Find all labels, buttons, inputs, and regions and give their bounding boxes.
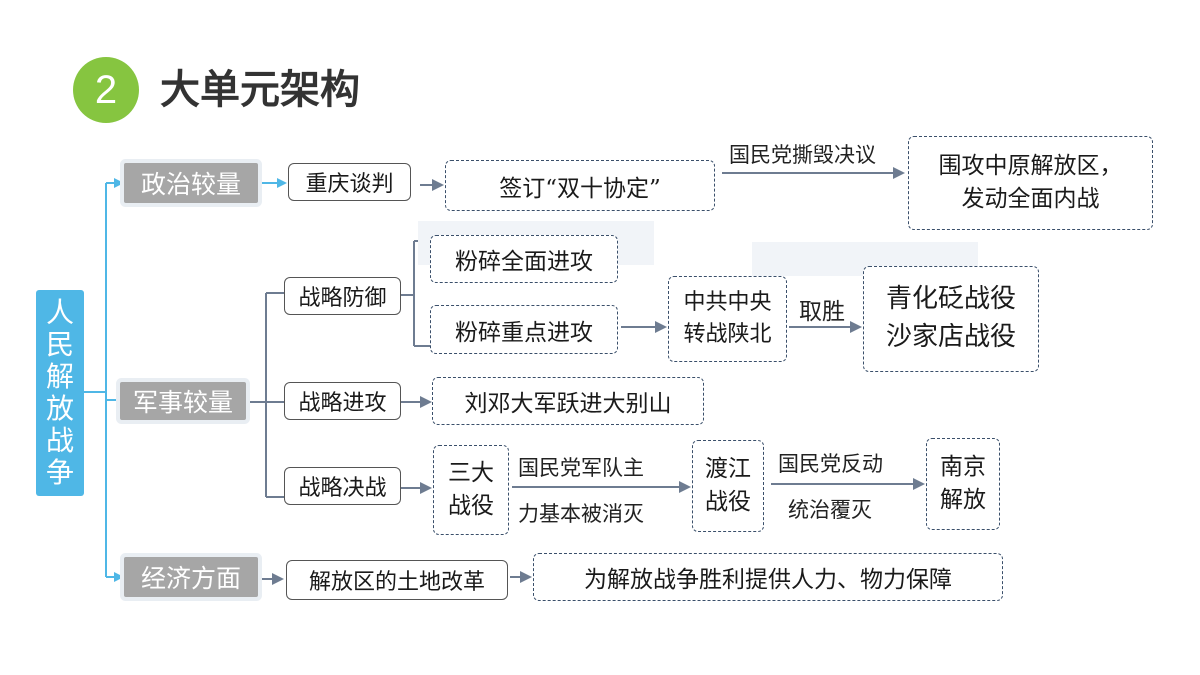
node-line: 渡江 <box>705 455 751 482</box>
node-nanjing-liberation: 南京 解放 <box>926 438 1000 530</box>
category-political: 政治较量 <box>124 163 258 203</box>
edge-label-victory: 取胜 <box>799 299 845 325</box>
node-support-guarantee: 为解放战争胜利提供人力、物力保障 <box>533 553 1003 601</box>
node-line: 青化砭战役 <box>885 284 1016 315</box>
root-char: 人 <box>45 296 74 329</box>
category-economic: 经济方面 <box>124 557 258 597</box>
node-line: 解放 <box>940 487 986 513</box>
category-military: 军事较量 <box>120 382 246 420</box>
node-central-committee-shaanbei: 中共中央 转战陕北 <box>668 276 787 362</box>
edge-label-main-force: 国民党军队主 <box>518 456 644 480</box>
edge-label-main-force: 力基本被消灭 <box>518 502 644 526</box>
node-strategic-defense: 战略防御 <box>284 277 401 315</box>
edge-label-tear-up: 国民党撕毁决议 <box>729 143 876 167</box>
page-title: 大单元架构 <box>160 67 360 113</box>
node-qinghuabian-shajiadian: 青化砭战役 沙家店战役 <box>863 266 1039 372</box>
node-crush-key-offensive: 粉碎重点进攻 <box>430 305 618 354</box>
node-line: 南京 <box>940 453 986 480</box>
node-line: 沙家店战役 <box>885 322 1016 352</box>
node-attack-central-plains: 围攻中原解放区， 发动全面内战 <box>908 136 1153 230</box>
root-char: 放 <box>45 392 74 425</box>
node-line: 围攻中原解放区， <box>938 152 1123 179</box>
node-crush-full-offensive: 粉碎全面进攻 <box>430 235 618 283</box>
node-line: 三大 <box>448 459 494 486</box>
root-char: 争 <box>45 456 74 489</box>
node-line: 转战陕北 <box>683 322 772 347</box>
node-land-reform: 解放区的土地改革 <box>286 560 508 600</box>
root-char: 民 <box>45 328 74 361</box>
node-yangtze-crossing: 渡江 战役 <box>692 440 764 532</box>
root-node: 人 民 解 放 战 争 <box>36 290 84 496</box>
node-chongqing-talks: 重庆谈判 <box>288 163 411 201</box>
node-double-ten-agreement: 签订“双十协定” <box>445 160 715 211</box>
node-strategic-offense: 战略进攻 <box>284 382 401 420</box>
node-line: 发动全面内战 <box>961 186 1100 212</box>
edge-label-regime-collapse: 统治覆灭 <box>788 498 872 522</box>
node-line: 战役 <box>705 489 751 515</box>
node-three-campaigns: 三大 战役 <box>433 445 509 535</box>
section-number-badge: 2 <box>73 57 139 123</box>
root-char: 解 <box>45 360 74 393</box>
edge-label-regime-collapse: 国民党反动 <box>778 452 883 476</box>
node-line: 中共中央 <box>683 290 772 316</box>
root-char: 战 <box>45 424 74 457</box>
node-strategic-decisive: 战略决战 <box>284 467 401 505</box>
node-line: 战役 <box>448 493 494 519</box>
node-dabie-mountains: 刘邓大军跃进大别山 <box>432 377 704 425</box>
